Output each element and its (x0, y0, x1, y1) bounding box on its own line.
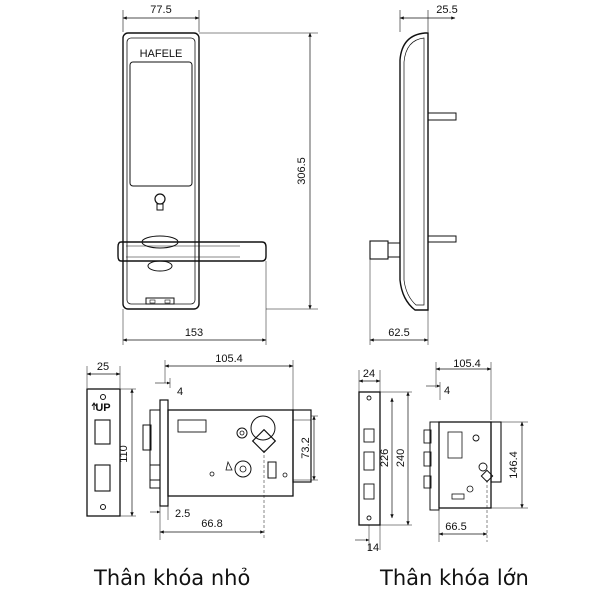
small-faceplate (86, 388, 121, 517)
spindle-square (251, 428, 277, 454)
caption-large-body: Thân khóa lớn (380, 566, 529, 590)
brand-label: HAFELE (140, 48, 183, 60)
dim-depth-bottom: 62.5 (388, 327, 409, 339)
small-lock-body (86, 360, 318, 540)
dim-large-body-height: 146.4 (508, 451, 520, 479)
dim-small-backset: 66.8 (201, 518, 222, 530)
large-lock-body (355, 362, 528, 550)
lever-handle (117, 241, 267, 262)
deadbolt-slot (94, 464, 111, 492)
side-view (369, 10, 457, 345)
up-arrow-icon (91, 402, 97, 410)
large-case (438, 421, 492, 509)
dim-width-top: 77.5 (150, 4, 171, 16)
lever-stub (369, 240, 389, 260)
dim-small-body-width: 105.4 (215, 353, 243, 365)
dim-large-bottom-width: 14 (367, 542, 379, 554)
caption-small-body: Thân khóa nhỏ (94, 566, 251, 590)
dim-small-offset-top: 4 (177, 386, 183, 398)
dim-small-body-height: 73.2 (300, 437, 312, 458)
dim-small-faceplate-height: 110 (118, 445, 130, 463)
latch-slot (94, 419, 111, 445)
battery-slot (145, 297, 175, 305)
dim-large-screw-span: 226 (379, 449, 391, 467)
dim-width-bottom: 153 (185, 327, 203, 339)
dim-large-faceplate-width: 24 (363, 368, 375, 380)
dim-large-body-width: 105.4 (453, 358, 481, 370)
dim-small-faceplate-width: 25 (97, 361, 109, 373)
front-view (117, 10, 318, 345)
display-panel (129, 61, 193, 187)
large-spindle-square (480, 469, 494, 483)
dim-small-offset-bottom: 2.5 (175, 508, 190, 520)
large-faceplate (358, 391, 381, 526)
dim-large-offset-top: 4 (444, 385, 450, 397)
dim-height: 306.5 (296, 157, 308, 185)
dim-large-backset: 66.5 (445, 521, 466, 533)
dim-depth-top: 25.5 (436, 4, 457, 16)
keyhole-icon (154, 193, 166, 205)
front-plate (122, 32, 200, 310)
dim-large-plate-height: 240 (395, 449, 407, 467)
up-marker: UP (95, 402, 110, 414)
